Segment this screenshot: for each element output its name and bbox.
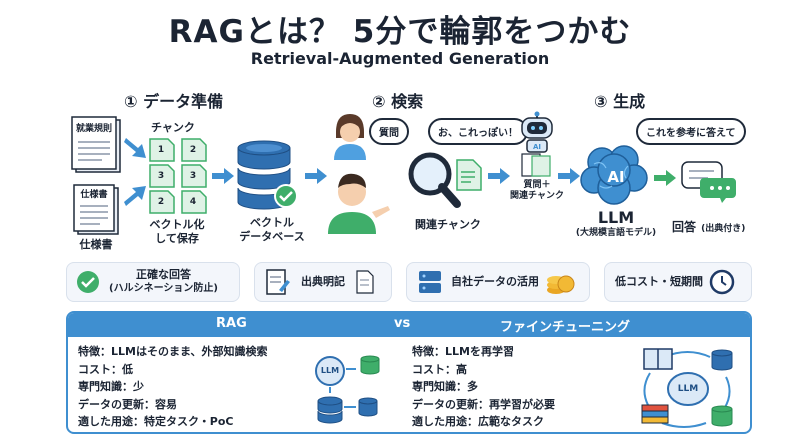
- arrow-right-icon: [305, 168, 327, 184]
- answer-sublabel: (出典付き): [701, 224, 746, 234]
- answer-label: 回答: [672, 220, 697, 234]
- list-item: 特徴：LLMはそのまま、外部知識検索: [78, 345, 268, 358]
- comparison-header: [68, 313, 750, 337]
- page-title: RAGとは？ 5分で輪郭をつかむ: [168, 14, 632, 50]
- list-item: コスト：低: [78, 362, 133, 376]
- step-3-label: 生成: [613, 92, 646, 111]
- feature-card-low-cost: 低コスト・短期間: [604, 262, 752, 302]
- robot-icon: [521, 111, 553, 153]
- chunk-number: 4: [189, 197, 197, 207]
- spec-document-label: 仕様書: [80, 190, 108, 200]
- llm-input-label: 質問＋ 関連チャンク: [510, 180, 564, 201]
- spec-document-caption: 仕様書: [79, 238, 113, 251]
- feature-own-data-title: 自社データの活用: [451, 275, 539, 288]
- chunk-number: 1: [157, 145, 165, 155]
- list-item: 適した用途：広範なタスク: [412, 415, 544, 428]
- step-3-heading: ③ 生成: [594, 88, 645, 112]
- clock-icon: [709, 269, 735, 295]
- list-item: データの更新：容易: [78, 397, 177, 411]
- comparison-panel: RAG vs ファインチューニング 特徴：LLMはそのまま、外部知識検索 コスト…: [66, 311, 752, 434]
- page-subtitle: Retrieval-Augmented Generation: [250, 49, 550, 68]
- list-item: コスト：高: [412, 362, 467, 376]
- step-2-heading: ② 検索: [372, 88, 423, 112]
- document-icon: [266, 269, 290, 295]
- document-icon: [356, 270, 374, 294]
- coins-icon: [547, 275, 575, 294]
- related-chunk-label: 関連チャンク: [415, 218, 481, 231]
- comparison-left-title: RAG: [216, 316, 247, 331]
- step-1-label: データ準備: [143, 92, 224, 111]
- vector-database-icon: [237, 140, 298, 210]
- finetune-llm-label: LLM: [677, 384, 699, 394]
- context-documents-icon: [521, 153, 551, 177]
- step-3-number: ③: [594, 92, 608, 111]
- rag-traits-list: 特徴：LLMはそのまま、外部知識検索 コスト：低 専門知識：少 データの更新：容…: [78, 343, 268, 431]
- user-man-avatar: [328, 173, 390, 234]
- spec-document-icon: [73, 184, 119, 235]
- vectorize-label: ベクトル化 して保存: [149, 218, 205, 245]
- robot-chip-label: AI: [532, 143, 542, 151]
- finetune-traits-list: 特徴：LLMを再学習 コスト：高 専門知識：多 データの更新：再学習が必要 適し…: [412, 343, 555, 431]
- magnifier-icon: [408, 152, 461, 208]
- chunks-icon: [149, 138, 207, 214]
- rag-llm-label: LLM: [320, 366, 340, 375]
- rules-document-label: 就業規則: [75, 124, 112, 134]
- step-2-number: ②: [372, 92, 386, 111]
- server-icon: [419, 271, 441, 293]
- llm-sublabel: (大規模言語モデル): [575, 228, 657, 238]
- arrow-right-icon: [558, 168, 580, 184]
- feature-low-cost-title: 低コスト・短期間: [615, 275, 703, 288]
- vector-database-label: ベクトル データベース: [239, 216, 305, 243]
- chunk-number: 3: [189, 171, 197, 181]
- llm-label: LLM: [597, 208, 635, 227]
- chunk-number: 3: [157, 171, 165, 181]
- step-2-label: 検索: [391, 92, 424, 111]
- rag-architecture-icon: [315, 355, 380, 424]
- related-chunk-document-icon: [456, 159, 482, 191]
- feature-card-own-data: 自社データの活用: [406, 262, 590, 302]
- arrow-right-icon: [124, 138, 146, 158]
- answer-label-group: 回答 (出典付き): [672, 216, 745, 235]
- list-item: 特徴：LLMを再学習: [412, 345, 514, 358]
- chunk-label: チャンク: [151, 121, 195, 134]
- rules-document-icon: [71, 116, 121, 173]
- found-bubble: お、これっぽい！: [428, 118, 528, 145]
- step-1-number: ①: [124, 92, 138, 111]
- list-item: データの更新：再学習が必要: [412, 397, 555, 411]
- chunk-number: 2: [189, 145, 197, 155]
- brain-ai-label: AI: [607, 168, 625, 186]
- reference-bubble: これを参考に答えて: [636, 118, 746, 145]
- arrow-right-icon: [488, 168, 510, 184]
- question-bubble: 質問: [369, 118, 409, 145]
- arrow-right-icon: [654, 170, 676, 186]
- chunk-number: 2: [157, 197, 165, 207]
- finetune-cycle-icon: [641, 348, 733, 428]
- list-item: 適した用途：特定タスク・PoC: [78, 415, 234, 428]
- arrow-right-icon: [124, 186, 146, 206]
- comparison-vs: vs: [394, 316, 411, 331]
- list-item: 専門知識：少: [78, 380, 144, 393]
- list-item: 専門知識：多: [412, 380, 478, 393]
- comparison-right-title: ファインチューニング: [500, 320, 631, 335]
- brain-ai-icon: [580, 145, 648, 205]
- step-1-heading: ① データ準備: [124, 88, 223, 112]
- user-woman-avatar: [334, 114, 366, 160]
- feature-card-accuracy: 正確な回答 (ハルシネーション防止): [66, 262, 240, 302]
- arrow-right-icon: [212, 168, 234, 184]
- feature-accuracy-title: 正確な回答: [135, 268, 191, 281]
- feature-accuracy-sub: (ハルシネーション防止): [109, 283, 218, 294]
- feature-card-citation: 出典明記: [254, 262, 392, 302]
- check-icon: [77, 271, 99, 293]
- feature-citation-title: 出典明記: [301, 275, 345, 288]
- answer-chat-icon: [681, 161, 736, 203]
